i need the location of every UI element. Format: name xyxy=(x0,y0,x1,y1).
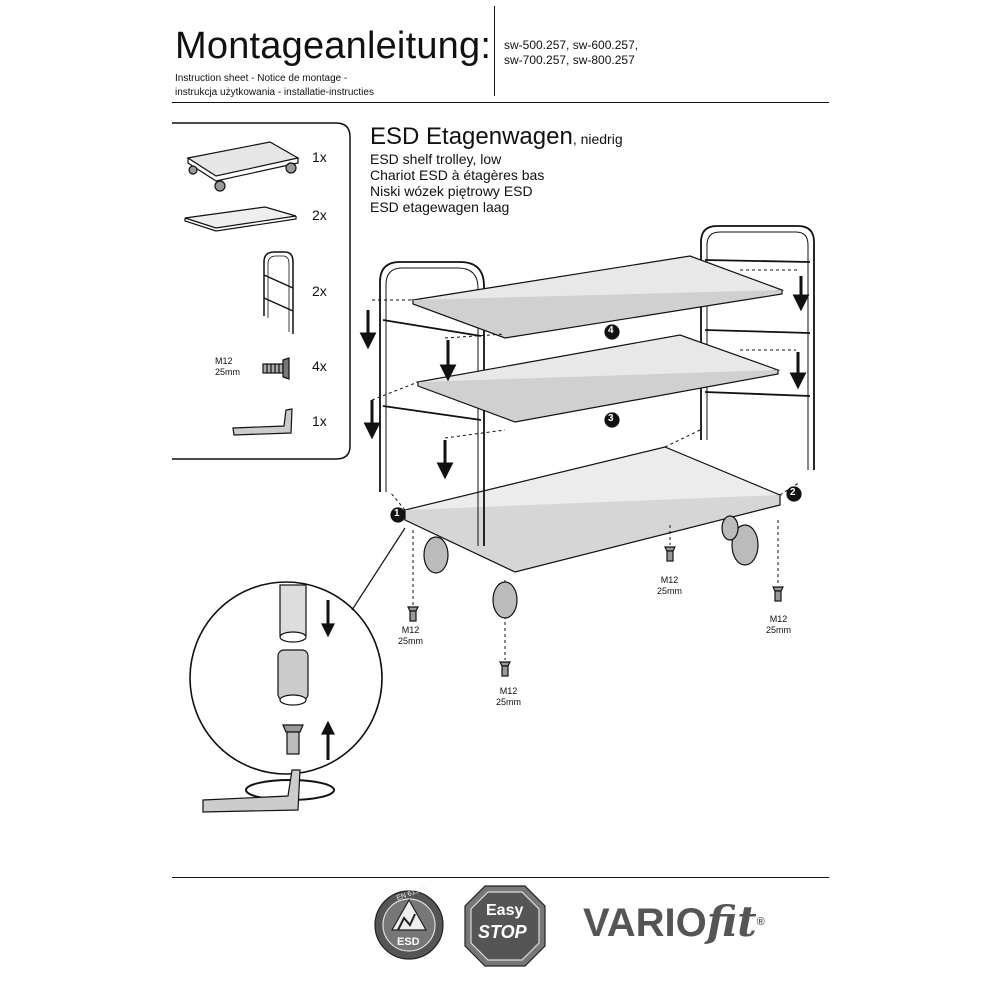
subtitle-line: instrukcja użytkowania - installatie-ins… xyxy=(175,87,374,98)
brand-logo: VARIOfit® xyxy=(583,897,765,946)
allen-key-icon xyxy=(232,408,293,436)
esd-badge-icon xyxy=(374,890,444,960)
translation-line: Chariot ESD à étagères bas xyxy=(370,167,545,183)
product-name: ESD Etagenwagen xyxy=(370,123,573,150)
detail-view xyxy=(189,527,406,813)
product-translations: ESD shelf trolley, low Chariot ESD à éta… xyxy=(370,151,544,215)
screw-size: M12 xyxy=(769,614,788,624)
page-title: Montageanleitung: xyxy=(175,25,492,67)
shelf-3 xyxy=(415,334,781,423)
translation-line: Niski wózek piętrowy ESD xyxy=(370,183,533,199)
easystop-line1: Easy xyxy=(486,902,524,919)
part-qty: 4x xyxy=(312,358,327,374)
screw-size: M12 xyxy=(660,575,679,585)
screw-length: 25mm xyxy=(657,586,683,596)
screw-size: M12 xyxy=(215,356,233,366)
base-screws xyxy=(407,546,784,677)
easystop-badge-icon xyxy=(464,885,546,967)
screw-size: M12 xyxy=(499,686,518,696)
step-number: 2 xyxy=(790,487,796,498)
part-qty: 2x xyxy=(312,283,327,299)
trolley-base-icon xyxy=(186,141,300,192)
easystop-line2: STOP xyxy=(478,922,527,942)
brand-text: VARIO xyxy=(583,901,707,945)
step-number: 4 xyxy=(608,325,614,336)
part-qty: 1x xyxy=(312,413,327,429)
model-line: sw-500.257, sw-600.257, xyxy=(504,38,639,52)
screw-length: 25mm xyxy=(215,367,241,377)
handle-frame-icon xyxy=(263,251,294,334)
parts-box xyxy=(172,122,351,460)
front-handle xyxy=(379,261,485,546)
screw-spec-label: M12 25mm xyxy=(215,356,240,378)
subtitle-line: Instruction sheet - Notice de montage - xyxy=(175,73,348,84)
screw-size: M12 xyxy=(401,625,420,635)
product-suffix: , niedrig xyxy=(572,131,623,147)
header-divider xyxy=(494,6,495,96)
arrow-icons xyxy=(359,276,810,480)
product-title: ESD Etagenwagen, niedrig xyxy=(370,124,623,152)
registered-mark: ® xyxy=(756,916,765,928)
rear-handle xyxy=(700,225,815,470)
translation-line: ESD shelf trolley, low xyxy=(370,151,502,167)
step-number: 1 xyxy=(394,508,400,519)
step-markers xyxy=(390,324,802,523)
header-rule xyxy=(172,102,829,103)
footer-rule xyxy=(172,877,829,878)
part-qty: 2x xyxy=(312,207,327,223)
esd-label: ESD xyxy=(397,936,420,948)
caster-wheels xyxy=(423,515,759,619)
subtitle: Instruction sheet - Notice de montage - … xyxy=(175,72,374,100)
model-line: sw-700.257, sw-800.257 xyxy=(504,53,635,67)
screw-length: 25mm xyxy=(398,636,424,646)
screw-length: 25mm xyxy=(766,625,792,635)
part-qty: 1x xyxy=(312,149,327,165)
screw-icon xyxy=(262,357,290,380)
shelf-panel-icon xyxy=(184,206,297,232)
shelf-4 xyxy=(410,255,785,339)
brand-text-italic: fit xyxy=(706,897,757,946)
screw-length: 25mm xyxy=(496,697,522,707)
translation-line: ESD etagewagen laag xyxy=(370,199,510,215)
model-numbers: sw-500.257, sw-600.257, sw-700.257, sw-8… xyxy=(504,38,638,68)
step-number: 3 xyxy=(608,413,614,424)
base-platform xyxy=(403,446,782,573)
